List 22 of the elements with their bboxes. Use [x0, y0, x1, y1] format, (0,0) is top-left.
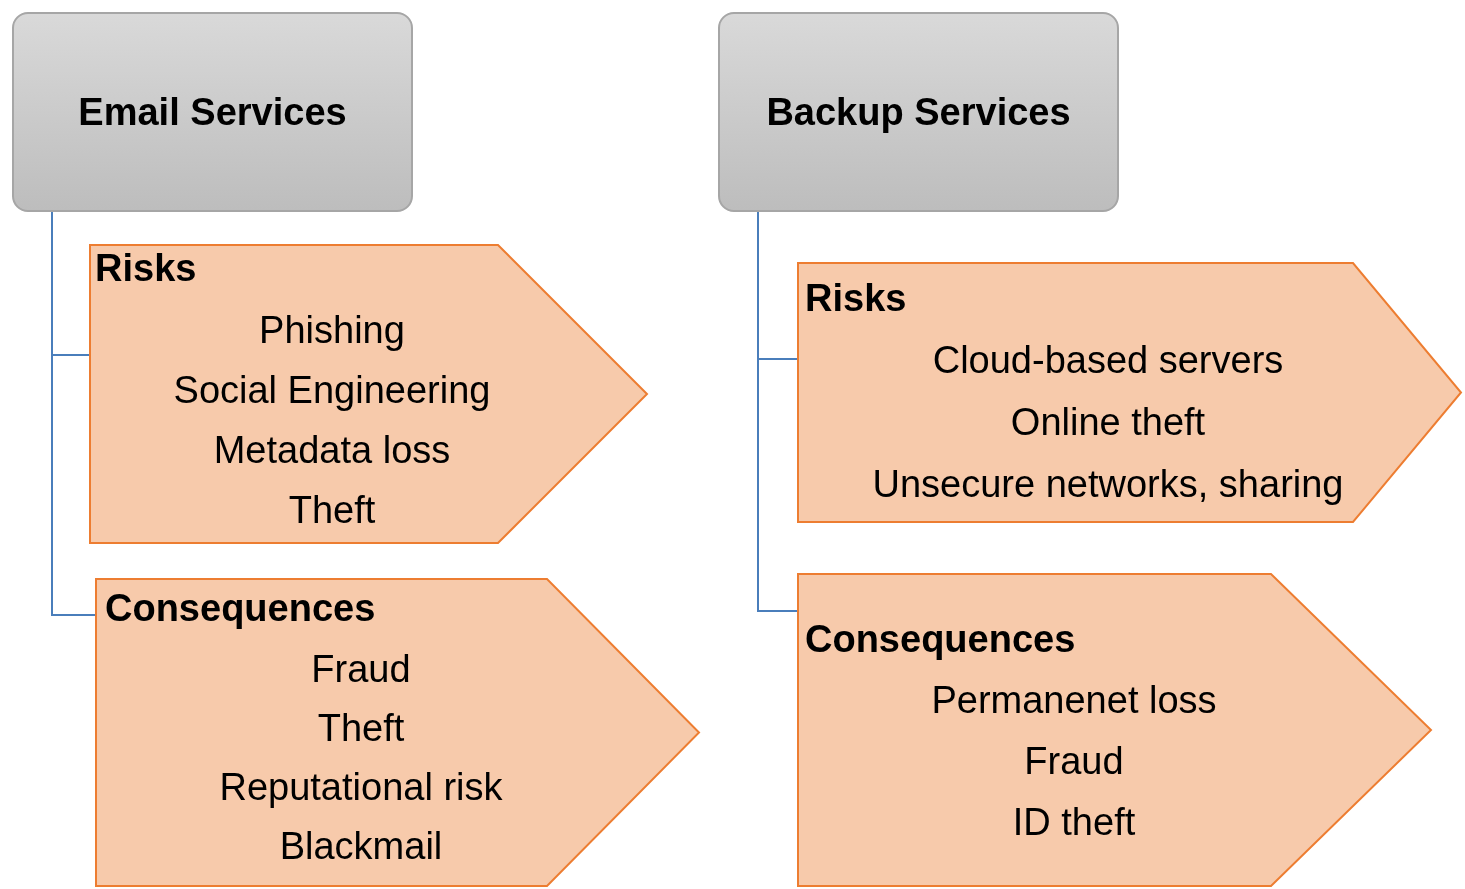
list-item: Permanenet loss — [930, 678, 1218, 723]
list-item: Fraud — [310, 647, 412, 692]
section-heading: Consequences — [805, 617, 1076, 661]
list-item: Blackmail — [278, 824, 444, 869]
list-item: Fraud — [1023, 739, 1125, 784]
section-heading: Risks — [805, 276, 907, 320]
box-title: Email Services — [78, 90, 347, 134]
list-item: ID theft — [1011, 800, 1137, 845]
list-item: Online theft — [1009, 400, 1207, 445]
box-title: Backup Services — [766, 90, 1071, 134]
list-item: Reputational risk — [218, 765, 504, 810]
list-item: Unsecure networks, sharing — [871, 462, 1345, 507]
list-item: Theft — [287, 488, 377, 533]
list-item: Phishing — [258, 308, 406, 353]
section-heading: Risks — [95, 246, 197, 290]
list-item: Metadata loss — [212, 428, 452, 473]
list-item: Social Engineering — [172, 368, 492, 413]
list-item: Cloud-based servers — [931, 338, 1285, 383]
section-heading: Consequences — [105, 586, 376, 630]
service-box — [718, 12, 1119, 212]
service-box — [12, 12, 413, 212]
list-item: Theft — [316, 706, 406, 751]
